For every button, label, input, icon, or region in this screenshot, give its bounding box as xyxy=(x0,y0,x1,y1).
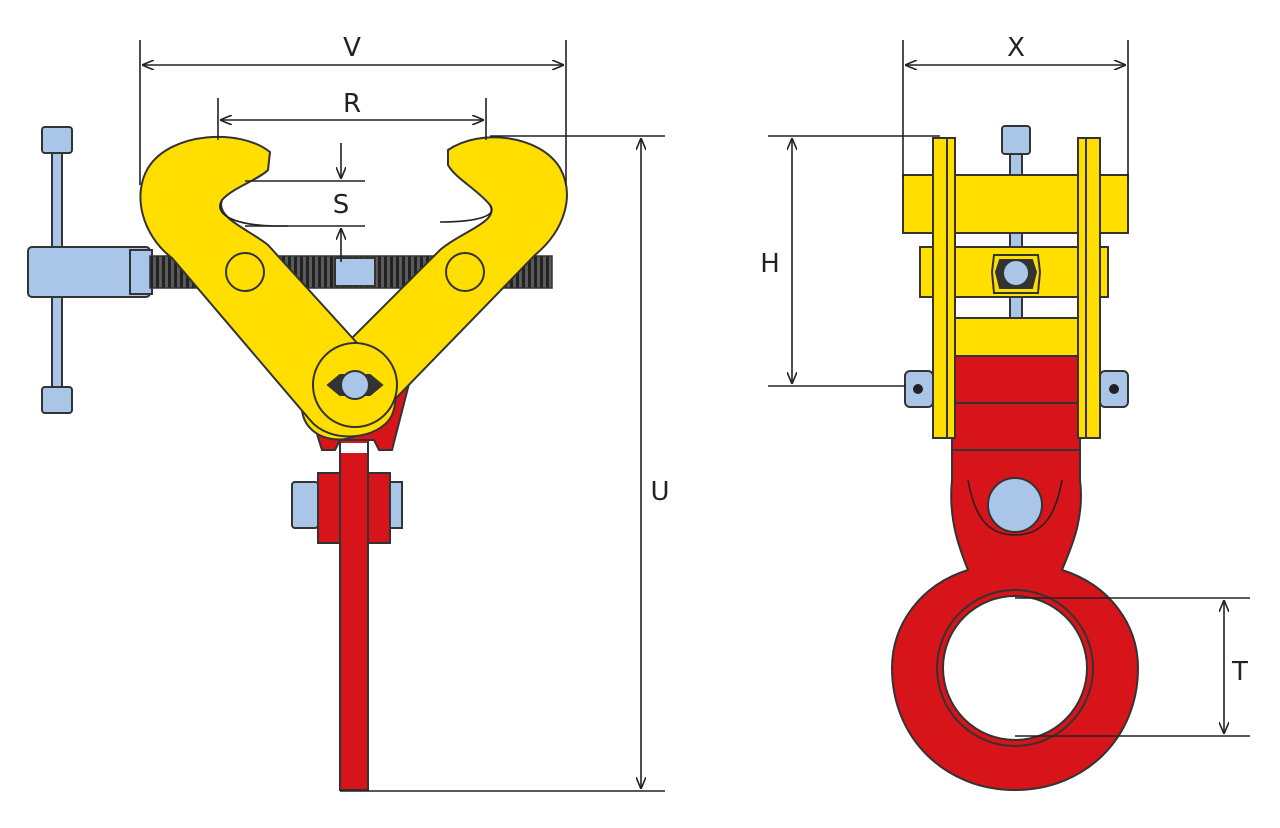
dimension-label-x: X xyxy=(1007,33,1025,63)
eye-ring-outer xyxy=(936,589,1094,747)
left-side-plate xyxy=(932,137,948,439)
dimension-v: V xyxy=(139,33,567,185)
spindle-center-block xyxy=(334,257,376,287)
right-jaw-pin xyxy=(445,252,485,292)
eye-neck-line xyxy=(967,479,1063,536)
pivot-pin xyxy=(340,370,370,400)
spindle-handle xyxy=(27,126,153,414)
spindle-collar xyxy=(129,249,153,295)
hanger-plate xyxy=(339,439,369,791)
dimension-h: H xyxy=(760,135,940,387)
lock-bolt-end xyxy=(389,481,403,529)
dimension-label-t: T xyxy=(1231,657,1248,687)
dimension-r: R xyxy=(217,89,487,140)
dimension-x: X xyxy=(902,33,1129,178)
red-hanger xyxy=(291,379,412,791)
red-eye xyxy=(890,351,1140,792)
handle-bottom-knob xyxy=(41,386,73,414)
left-jaw-pin xyxy=(225,252,265,292)
right-side-plate-inner xyxy=(1077,137,1087,439)
dimension-label-r: R xyxy=(343,89,361,119)
front-spindle-cap xyxy=(1001,125,1031,155)
eye-hole xyxy=(942,595,1088,741)
front-view: X H T xyxy=(760,33,1250,792)
dimension-label-s: S xyxy=(333,190,350,220)
dimension-t: T xyxy=(1015,597,1250,737)
dimension-label-h: H xyxy=(760,249,780,279)
lower-crossbar xyxy=(939,317,1089,357)
side-view: V R S U xyxy=(27,33,670,792)
right-side-plate xyxy=(1085,137,1101,439)
hanger-gap xyxy=(341,443,367,453)
eye-pin xyxy=(987,477,1043,533)
left-side-bolt-hole xyxy=(913,384,923,394)
dimension-label-v: V xyxy=(343,33,361,63)
hex-nut-bore xyxy=(1002,259,1030,287)
right-side-bolt-hole xyxy=(1109,384,1119,394)
dimension-s: S xyxy=(245,143,365,262)
jaw-slot-lines xyxy=(219,199,493,227)
handle-top-knob xyxy=(41,126,73,154)
lock-bolt-head xyxy=(291,481,319,529)
dimension-u: U xyxy=(340,135,670,792)
dimension-label-u: U xyxy=(650,477,669,507)
left-side-plate-inner xyxy=(946,137,956,439)
